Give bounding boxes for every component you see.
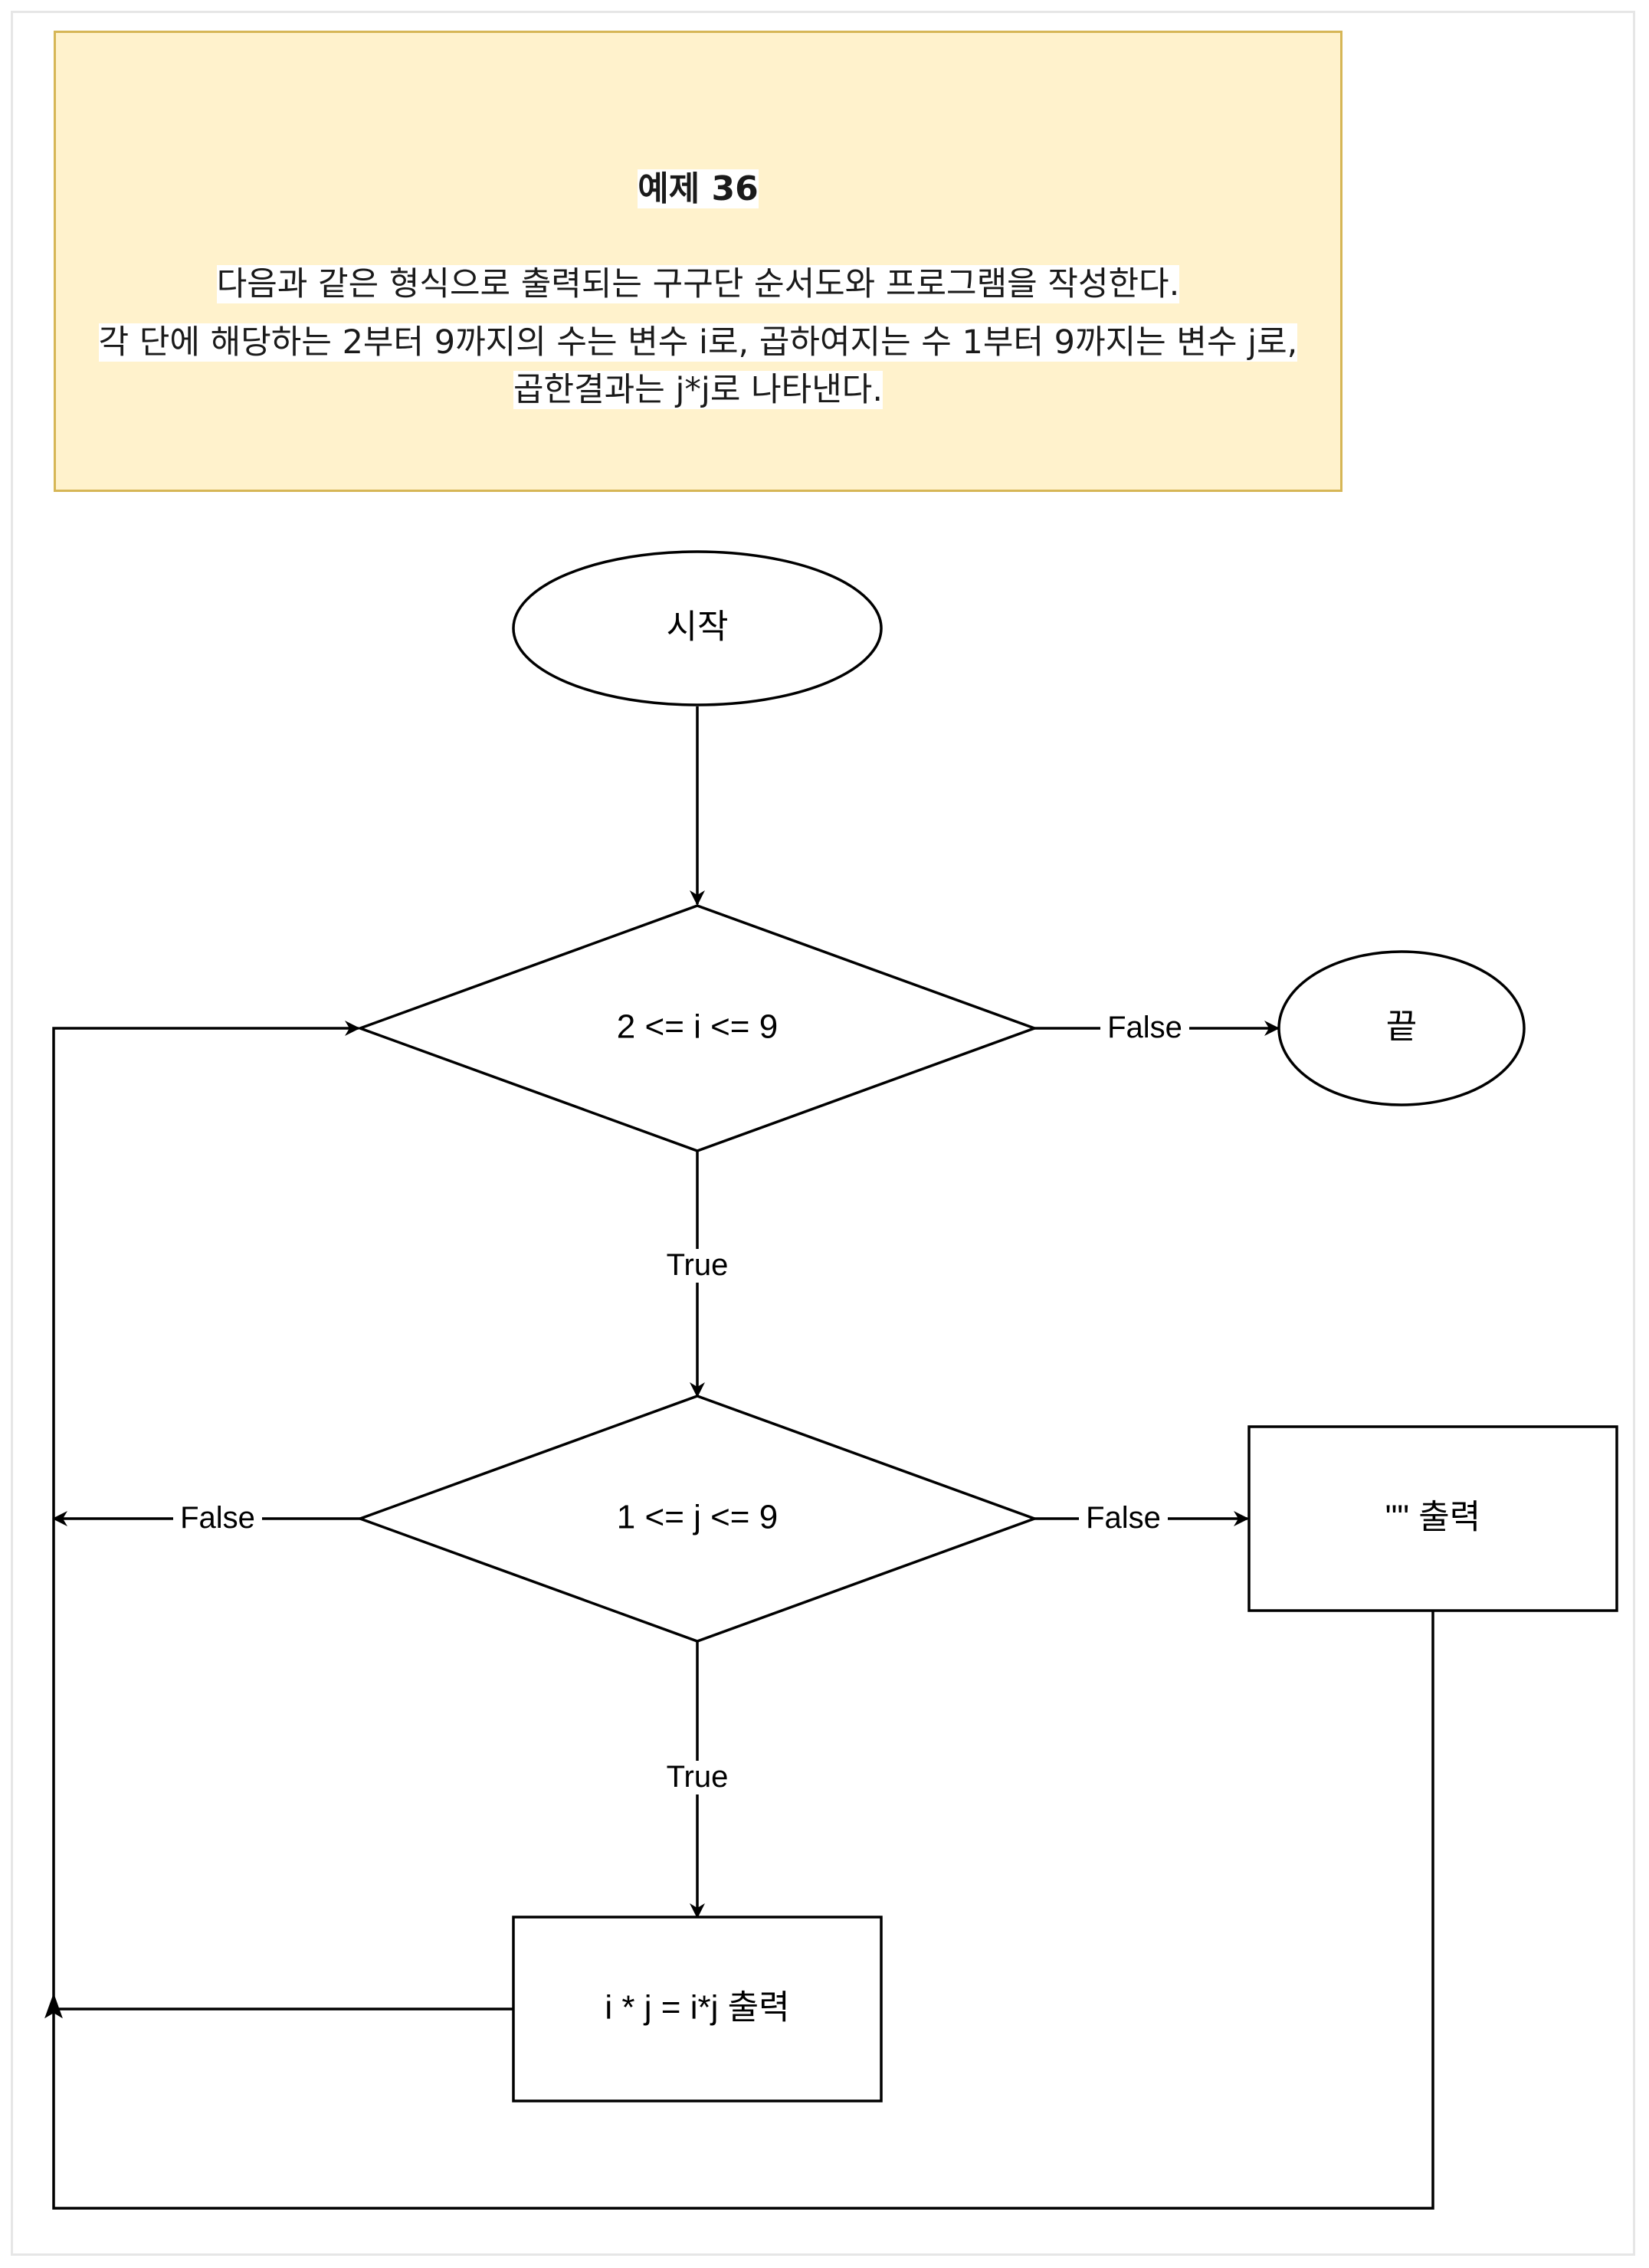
note-line-3: 곱한결과는 j*j로 나타낸다.: [513, 371, 883, 409]
print-product-process: [512, 1916, 883, 2102]
cond-j-false-right-label: False: [1086, 1501, 1161, 1535]
cond-i-label: 2 <= i <= 9: [617, 1008, 778, 1046]
start-terminal: [512, 550, 883, 706]
end-label: 끝: [1386, 1008, 1417, 1046]
page-frame: [11, 11, 1635, 2256]
end-terminal: [1277, 950, 1526, 1106]
note-title: 예제 36: [638, 169, 759, 208]
problem-note: 예제 36 다음과 같은 형식으로 출력되는 구구단 순서도와 프로그램을 작성…: [54, 31, 1342, 492]
cond-i-true-label: True: [667, 1248, 729, 1282]
print-product-label: i * j = i*j 출력: [605, 1989, 789, 2027]
cond-i-diamond: [356, 904, 1039, 1152]
cond-j-true-label: True: [667, 1760, 729, 1794]
cond-j-label: 1 <= j <= 9: [617, 1499, 778, 1536]
note-line-2: 각 단에 해당하는 2부터 9까지의 수는 변수 i로, 곱하여지는 수 1부터…: [98, 323, 1298, 362]
edge-label-bg: [661, 1761, 734, 1794]
cond-i-false-label: False: [1107, 1011, 1182, 1044]
loop-merge-arrowhead: [44, 1993, 63, 2019]
start-label: 시작: [667, 608, 729, 646]
cond-j-false-left-label: False: [180, 1501, 255, 1535]
cond-j-diamond: [356, 1395, 1039, 1643]
note-line-1: 다음과 같은 형식으로 출력되는 구구단 순서도와 프로그램을 작성한다.: [216, 265, 1180, 303]
print-blank-process: [1247, 1425, 1618, 1612]
print-blank-label: "" 출력: [1385, 1499, 1480, 1536]
edge-label-bg: [1079, 1502, 1168, 1535]
edge-label-bg: [661, 1249, 734, 1283]
edge-label-bg: [1100, 1011, 1189, 1045]
edge-print-blank-loop: [52, 1021, 1434, 2210]
edge-label-bg: [173, 1502, 262, 1535]
